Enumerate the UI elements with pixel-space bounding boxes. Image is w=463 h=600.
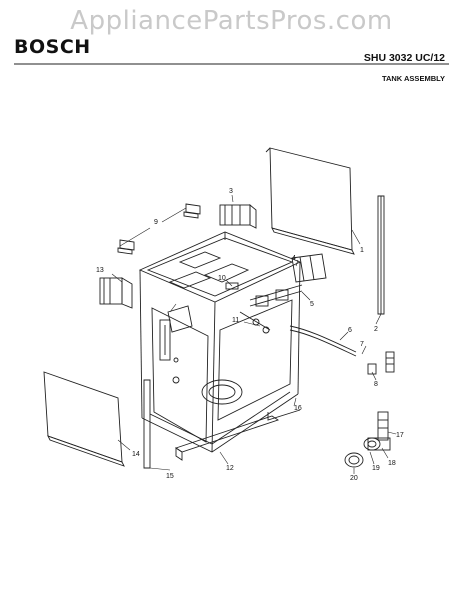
part-top-clip[interactable] (225, 282, 239, 290)
callout-15: 15 (166, 473, 174, 480)
part-door-bracket[interactable] (167, 305, 193, 333)
part-fitting[interactable] (367, 363, 377, 375)
brand-logo: BOSCH (14, 36, 91, 58)
callout-2: 2 (374, 326, 378, 333)
part-door-strip[interactable] (143, 379, 151, 469)
leader-lines (111, 194, 397, 474)
part-side-panel[interactable] (265, 147, 355, 255)
callout-1: 1 (360, 247, 364, 254)
callout-14: 14 (132, 451, 140, 458)
callout-4a: 4 (292, 255, 296, 262)
part-ring[interactable] (344, 452, 364, 468)
callout-6: 6 (348, 327, 352, 334)
part-top-bracket[interactable] (219, 204, 257, 229)
callout-8: 8 (374, 381, 378, 388)
callout-12: 12 (226, 465, 234, 472)
section-title: TANK ASSEMBLY (381, 74, 445, 83)
callout-7: 7 (360, 341, 364, 348)
callout-11: 11 (232, 317, 239, 324)
part-right-bracket[interactable] (291, 253, 327, 283)
part-bottom-rail[interactable] (174, 415, 280, 461)
part-tank-body (138, 231, 302, 453)
part-upper-rails[interactable] (249, 284, 303, 307)
part-connector[interactable] (385, 351, 395, 373)
part-left-bracket[interactable] (99, 277, 133, 309)
part-vertical-seal[interactable] (377, 195, 385, 315)
part-door-panel[interactable] (43, 371, 125, 467)
callout-9: 9 (154, 219, 158, 226)
watermark-text: AppliancePartsPros.com (70, 6, 393, 36)
callout-18: 18 (388, 460, 396, 467)
part-tube[interactable] (289, 325, 357, 357)
callout-3: 3 (229, 188, 233, 195)
callout-20: 20 (350, 475, 358, 482)
model-number: SHU 3032 UC/12 (363, 52, 445, 64)
callout-16: 16 (294, 405, 302, 412)
part-inlet-valve[interactable] (367, 411, 391, 451)
callout-19: 19 (372, 465, 380, 472)
part-side-strip[interactable] (267, 409, 301, 421)
callout-13: 13 (96, 267, 104, 274)
callout-17: 17 (396, 432, 404, 439)
part-hose-fittings[interactable] (363, 437, 381, 451)
callout-5: 5 (310, 301, 314, 308)
callout-10: 10 (218, 275, 226, 282)
part-clips[interactable] (117, 203, 201, 255)
